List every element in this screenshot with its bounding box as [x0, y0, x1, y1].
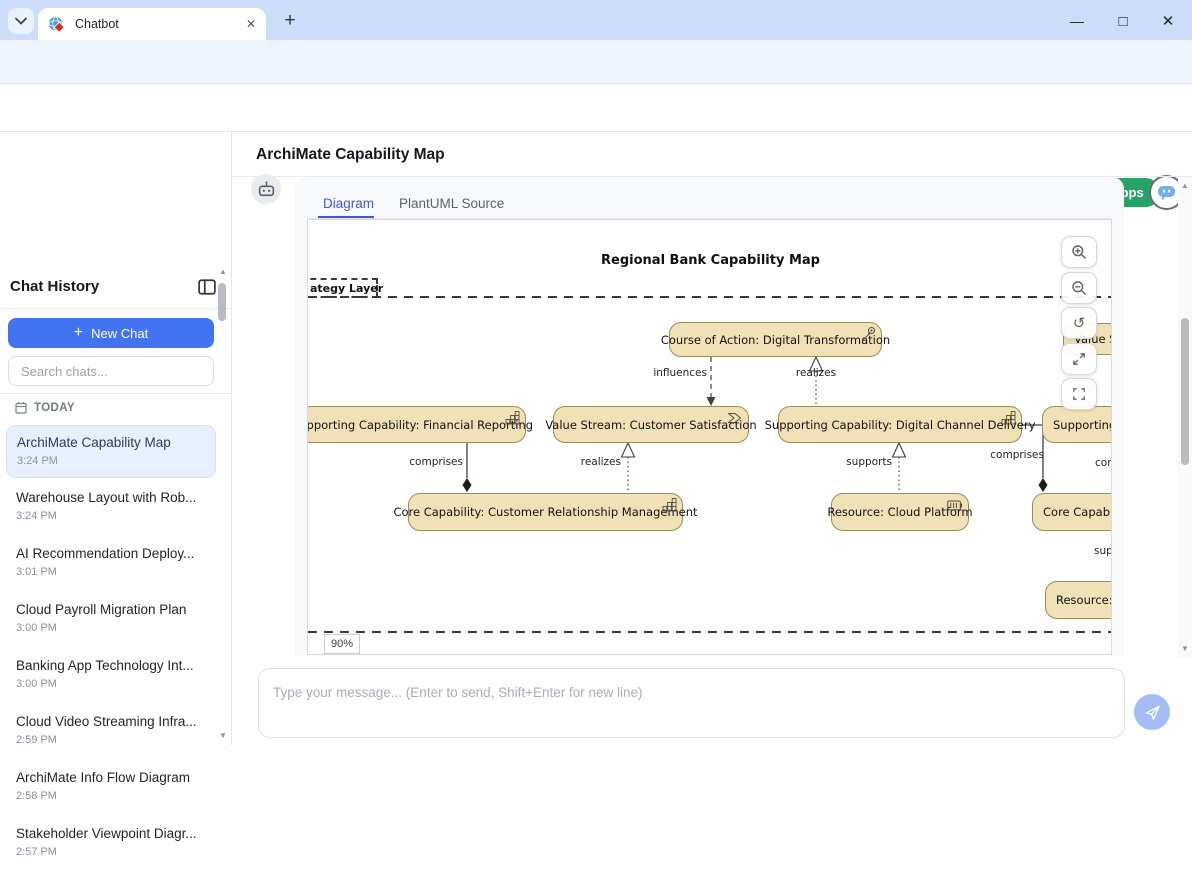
send-button[interactable] — [1134, 694, 1170, 730]
divider — [0, 393, 232, 394]
value-stream-icon — [728, 413, 741, 423]
bot-message-card: Diagram PlantUML Source — [295, 177, 1124, 656]
chat-item[interactable]: Cloud Payroll Migration Plan 3:00 PM — [16, 602, 187, 634]
chat-bubble-icon — [1158, 185, 1175, 200]
message-input-bar — [232, 658, 1192, 745]
expand-button[interactable] — [1061, 343, 1097, 375]
node-supporting-clipped[interactable]: Supporting — [1042, 406, 1111, 443]
page-scrollbar-thumb[interactable] — [1181, 318, 1189, 465]
zoom-out-button[interactable] — [1061, 272, 1097, 304]
node-crm[interactable]: Core Capability: Customer Relationship M… — [393, 493, 698, 531]
new-chat-button[interactable]: + New Chat — [8, 318, 214, 348]
page-scroll-down-icon[interactable]: ▼ — [1181, 644, 1189, 653]
sidebar-scroll-up-icon[interactable]: ▲ — [219, 267, 227, 276]
node-financial-reporting[interactable]: Supporting Capability: Financial Reporti… — [308, 406, 533, 443]
edge-label-clipped-right: con — [1095, 457, 1112, 469]
browser-titlebar: Chatbot ✕ + — □ ✕ — [0, 0, 1192, 40]
active-tab-underline — [318, 216, 374, 218]
tab-title: Chatbot — [75, 17, 119, 31]
message-input[interactable] — [258, 668, 1125, 738]
sidebar-title: Chat History — [10, 278, 100, 295]
chevron-down-icon — [15, 17, 27, 25]
chat-item[interactable]: Stakeholder Viewpoint Diagr... 2:57 PM — [16, 826, 197, 858]
divider — [307, 218, 1112, 219]
edge-label-realizes-top: realizes — [795, 367, 837, 379]
chat-item[interactable]: ArchiMate Info Flow Diagram 2:58 PM — [16, 770, 191, 802]
strategy-layer-group-label: ategy Layer — [308, 278, 383, 298]
tab-search-button[interactable] — [8, 8, 34, 34]
capability-icon — [505, 411, 520, 425]
chat-item[interactable]: Warehouse Layout with Rob... 3:24 PM — [16, 490, 197, 522]
reset-view-button[interactable]: ↺ — [1061, 307, 1097, 339]
chat-item[interactable]: Banking App Technology Int... 3:00 PM — [16, 658, 194, 690]
zoom-in-icon — [1071, 244, 1086, 259]
resource-icon — [947, 500, 963, 511]
capability-icon — [1001, 411, 1016, 425]
course-of-action-icon — [861, 327, 875, 341]
capability-icon — [662, 498, 677, 512]
tab-plantuml-source[interactable]: PlantUML Source — [399, 196, 505, 211]
browser-toolbar: ← → ↻ ai-toolbox.visual-paradigm.com/app… — [0, 40, 1192, 118]
app-header: Chatbot Powered by Visual Paradigm ☾ Mor… — [0, 84, 1192, 210]
expand-icon — [1073, 353, 1085, 365]
search-chats-input[interactable] — [8, 356, 214, 386]
plus-icon: + — [73, 324, 84, 341]
page-scroll-up-icon[interactable]: ▲ — [1181, 181, 1189, 190]
favicon-visual-paradigm — [48, 15, 65, 32]
diagram-connectors — [308, 296, 1111, 633]
node-digital-channel-delivery[interactable]: Supporting Capability: Digital Channel D… — [765, 406, 1035, 443]
page-title: ArchiMate Capability Map — [256, 146, 445, 163]
collapse-sidebar-icon[interactable] — [198, 278, 216, 296]
tab-diagram[interactable]: Diagram — [323, 196, 375, 211]
window-minimize-button[interactable]: — — [1070, 13, 1084, 29]
divider — [0, 308, 232, 309]
node-resource-cloud-platform[interactable]: Resource: Cloud Platform — [827, 493, 973, 531]
node-course-of-action[interactable]: Course of Action: Digital Transformation — [661, 322, 890, 357]
window-maximize-button[interactable]: □ — [1118, 12, 1128, 30]
new-tab-button[interactable]: + — [284, 10, 296, 31]
edge-label-comprises-right: comprises — [990, 449, 1044, 461]
send-plane-icon — [1145, 705, 1160, 720]
edge-label-clipped-supports: supp — [1094, 545, 1111, 557]
node-value-stream[interactable]: Value Stream: Customer Satisfaction — [545, 406, 757, 443]
sidebar-scrollbar-thumb[interactable] — [218, 283, 226, 321]
divider — [232, 176, 1192, 177]
node-resource-clipped[interactable]: Resource: B — [1045, 581, 1111, 619]
sidebar-scroll-down-icon[interactable]: ▼ — [219, 731, 227, 740]
zoom-level-badge: 90% — [324, 634, 360, 654]
chat-item[interactable]: Cloud Video Streaming Infra... 2:59 PM — [16, 714, 197, 746]
zoom-out-icon — [1071, 280, 1086, 295]
fullscreen-icon — [1073, 388, 1085, 400]
edge-label-influences: influences — [653, 367, 707, 379]
diagram-canvas[interactable]: Regional Bank Capability Map ategy Layer… — [307, 219, 1112, 655]
tab-close-icon[interactable]: ✕ — [245, 17, 256, 31]
chat-history-sidebar: Chat History + New Chat TODAY ArchiMate … — [0, 132, 232, 858]
edge-label-comprises-left: comprises — [409, 456, 463, 468]
zoom-in-button[interactable] — [1061, 236, 1097, 268]
fullscreen-button[interactable] — [1061, 378, 1097, 410]
chat-item[interactable]: ArchiMate Capability Map 3:24 PM — [6, 425, 216, 478]
chat-item[interactable]: AI Recommendation Deploy... 3:01 PM — [16, 546, 195, 578]
edge-label-supports: supports — [846, 456, 892, 468]
bot-message-avatar — [251, 174, 281, 204]
browser-tab[interactable]: Chatbot ✕ — [38, 8, 266, 40]
edge-label-realizes-mid: realizes — [580, 456, 621, 468]
section-header-today: TODAY — [15, 401, 75, 414]
robot-icon — [258, 180, 274, 196]
calendar-icon — [15, 402, 27, 414]
node-core-capability-clipped[interactable]: Core Capabilit — [1032, 493, 1111, 531]
window-close-button[interactable]: ✕ — [1161, 13, 1175, 30]
diagram-title: Regional Bank Capability Map — [601, 253, 820, 268]
